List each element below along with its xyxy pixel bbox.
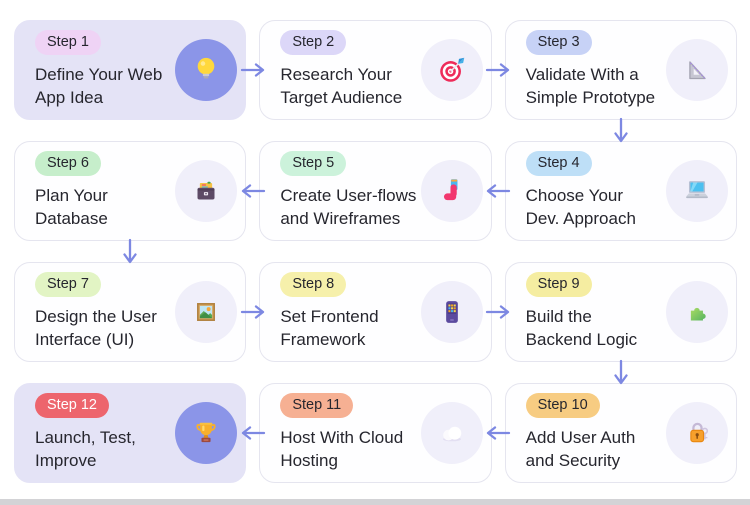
step-badge: Step 7 — [35, 271, 101, 298]
step-title: Plan Your Database — [35, 186, 108, 229]
puzzle-piece-icon — [690, 307, 706, 321]
flow-arrow-right — [240, 304, 266, 320]
flow-arrow-right — [240, 62, 266, 78]
locked-with-key-icon — [690, 422, 709, 443]
step-title: Research Your Target Audience — [280, 65, 403, 108]
step-title: Create User-flows and Wireframes — [280, 186, 417, 229]
step-text: Step 7 Design the User Interface (UI) — [35, 271, 175, 352]
flow-arrow-left — [240, 425, 266, 441]
step-badge: Step 1 — [35, 29, 101, 56]
step-text: Step 2 Research Your Target Audience — [280, 29, 420, 110]
lightbulb-icon — [198, 57, 215, 79]
step-card-3: Step 3 Validate With a Simple Prototype — [504, 20, 737, 120]
icon-circle — [420, 39, 483, 101]
step-badge: Step 8 — [280, 271, 347, 298]
laptop-icon — [686, 181, 708, 199]
step-text: Step 9 Build the Backend Logic — [525, 271, 666, 352]
step-badge: Step 3 — [525, 29, 592, 56]
selfie-icon — [443, 179, 458, 201]
flow-arrow-down — [122, 238, 138, 266]
step-text: Step 1 Define Your Web App Idea — [35, 29, 175, 110]
icon-circle — [175, 160, 238, 222]
flow-arrow-right — [485, 62, 511, 78]
flow-arrow-left — [485, 183, 511, 199]
step-title: Host With Cloud Hosting — [280, 428, 404, 471]
step-card-12: Step 12 Launch, Test, Improve — [14, 383, 247, 483]
flow-arrow-left — [485, 425, 511, 441]
step-card-4: Step 4 Choose Your Dev. Approach — [504, 141, 737, 241]
card-file-box-icon — [197, 181, 215, 200]
step-text: Step 10 Add User Auth and Security — [525, 392, 666, 473]
step-card-11: Step 11 Host With Cloud Hosting — [259, 383, 492, 483]
step-title: Launch, Test, Improve — [35, 428, 136, 471]
step-badge: Step 11 — [280, 392, 354, 419]
step-card-6: Step 6 Plan Your Database — [14, 141, 247, 241]
flow-arrow-right — [485, 304, 511, 320]
dart-target-icon — [439, 57, 464, 82]
step-title: Define Your Web App Idea — [35, 65, 163, 108]
icon-circle — [420, 402, 483, 464]
icon-circle — [175, 39, 238, 101]
step-badge: Step 4 — [525, 150, 592, 177]
flow-arrow-down — [613, 359, 629, 387]
step-card-5: Step 5 Create User-flows and Wireframes — [259, 141, 492, 241]
icon-circle — [420, 160, 483, 222]
step-card-8: Step 8 Set Frontend Framework — [259, 262, 492, 362]
step-badge: Step 6 — [35, 150, 101, 177]
step-title: Choose Your Dev. Approach — [525, 186, 636, 229]
step-title: Validate With a Simple Prototype — [525, 65, 656, 108]
step-text: Step 3 Validate With a Simple Prototype — [525, 29, 666, 110]
window-bottom-edge — [0, 499, 750, 505]
icon-circle — [175, 281, 238, 343]
step-text: Step 6 Plan Your Database — [35, 150, 175, 231]
step-text: Step 12 Launch, Test, Improve — [35, 392, 175, 473]
icon-circle — [665, 39, 728, 101]
flow-arrow-left — [240, 183, 266, 199]
step-badge: Step 12 — [35, 392, 109, 419]
step-card-7: Step 7 Design the User Interface (UI) — [14, 262, 247, 362]
step-card-9: Step 9 Build the Backend Logic — [504, 262, 737, 362]
step-text: Step 11 Host With Cloud Hosting — [280, 392, 420, 473]
step-text: Step 8 Set Frontend Framework — [280, 271, 420, 352]
icon-circle — [665, 281, 728, 343]
step-text: Step 4 Choose Your Dev. Approach — [525, 150, 666, 231]
cloud-icon — [442, 426, 461, 442]
step-badge: Step 5 — [280, 150, 347, 177]
flow-arrow-down — [613, 117, 629, 145]
steps-grid: Step 1 Define Your Web App Idea Step 2 R… — [14, 20, 737, 483]
step-title: Build the Backend Logic — [525, 307, 638, 350]
icon-circle — [420, 281, 483, 343]
step-text: Step 5 Create User-flows and Wireframes — [280, 150, 420, 231]
step-title: Add User Auth and Security — [525, 428, 636, 471]
step-title: Design the User Interface (UI) — [35, 307, 157, 350]
icon-circle — [665, 160, 728, 222]
step-badge: Step 9 — [525, 271, 592, 298]
step-badge: Step 2 — [280, 29, 347, 56]
triangular-ruler-icon — [689, 61, 706, 80]
step-badge: Step 10 — [525, 392, 600, 419]
step-title: Set Frontend Framework — [280, 307, 379, 350]
framed-picture-icon — [197, 303, 216, 321]
step-card-10: Step 10 Add User Auth and Security — [504, 383, 737, 483]
step-card-1: Step 1 Define Your Web App Idea — [14, 20, 247, 120]
icon-circle — [175, 402, 238, 464]
trophy-icon — [196, 422, 216, 443]
icon-circle — [665, 402, 728, 464]
step-card-2: Step 2 Research Your Target Audience — [259, 20, 492, 120]
mobile-phone-icon — [445, 301, 458, 323]
